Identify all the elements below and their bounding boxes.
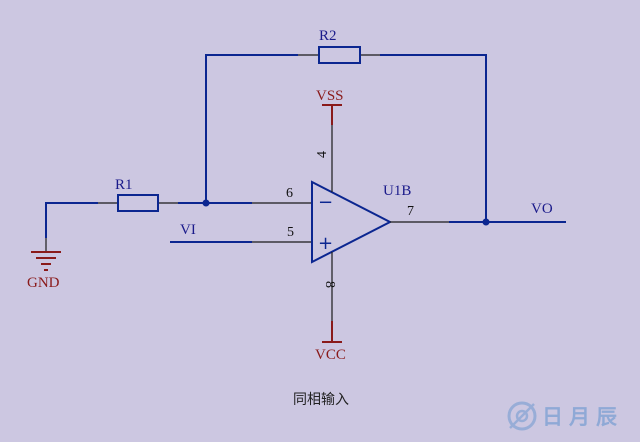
pin-4-label: 4 [315, 151, 330, 158]
vss-supply [322, 104, 342, 192]
junction-dot-input [202, 199, 210, 207]
opamp-u1b [311, 180, 393, 264]
vcc-supply [322, 252, 342, 343]
resistor-r2 [298, 46, 380, 64]
gnd-label: GND [27, 275, 60, 291]
feedback-wire-left [205, 54, 298, 203]
resistor-r1 [98, 194, 178, 212]
vss-label: VSS [316, 88, 344, 104]
r1-label: R1 [115, 177, 133, 193]
vcc-label: VCC [315, 347, 346, 363]
diagram-caption: 同相输入 [293, 392, 349, 408]
ground-symbol [31, 238, 61, 271]
input-wires [45, 202, 312, 238]
r2-label: R2 [319, 28, 337, 44]
pin-5-label: 5 [287, 225, 294, 240]
pin-7-label: 7 [407, 204, 414, 219]
watermark-text: 日月辰 [542, 405, 623, 429]
u1b-label: U1B [383, 183, 411, 199]
watermark-logo-icon [507, 401, 537, 431]
vi-label: VI [180, 222, 196, 238]
pin-6-label: 6 [286, 186, 293, 201]
pin-8-label: 8 [322, 281, 337, 288]
noninverting-sign: + [318, 233, 333, 254]
vo-label: VO [531, 201, 553, 217]
inverting-sign: − [318, 192, 333, 213]
feedback-wire-right [380, 54, 487, 222]
feedback-wires [205, 54, 487, 222]
junction-dot-output [482, 218, 490, 226]
gnd-wire [45, 202, 98, 238]
